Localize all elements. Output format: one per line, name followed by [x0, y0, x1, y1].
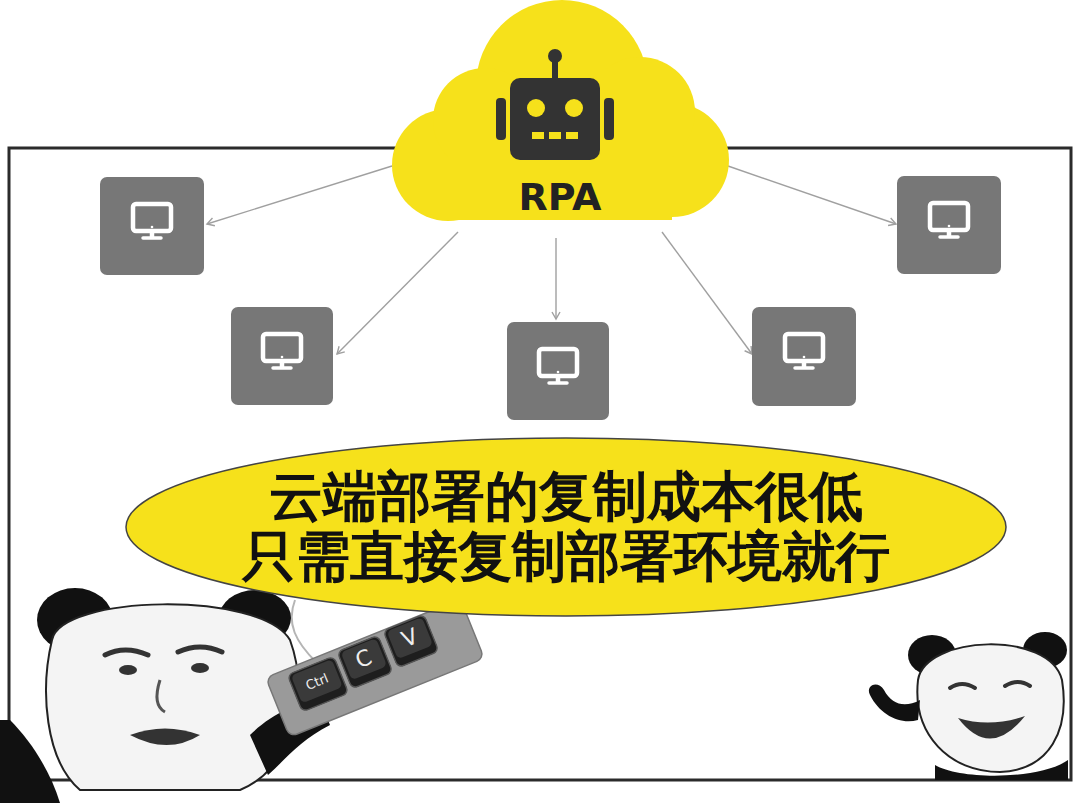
speech-text: 云端部署的复制成本很低 只需直接复制部署环境就行 [216, 467, 916, 588]
keyboard-key: Ctrl [286, 655, 350, 713]
right-panda [869, 632, 1068, 780]
speech-tail [292, 600, 316, 662]
cloud-label: RPA [390, 172, 730, 222]
robot-icon [496, 49, 614, 160]
keyboard-strip [266, 599, 485, 737]
keyboard-key: V [382, 613, 440, 669]
rpa-cloud: RPA [390, 0, 730, 235]
speech-bubble: 云端部署的复制成本很低 只需直接复制部署环境就行 [124, 436, 1008, 618]
